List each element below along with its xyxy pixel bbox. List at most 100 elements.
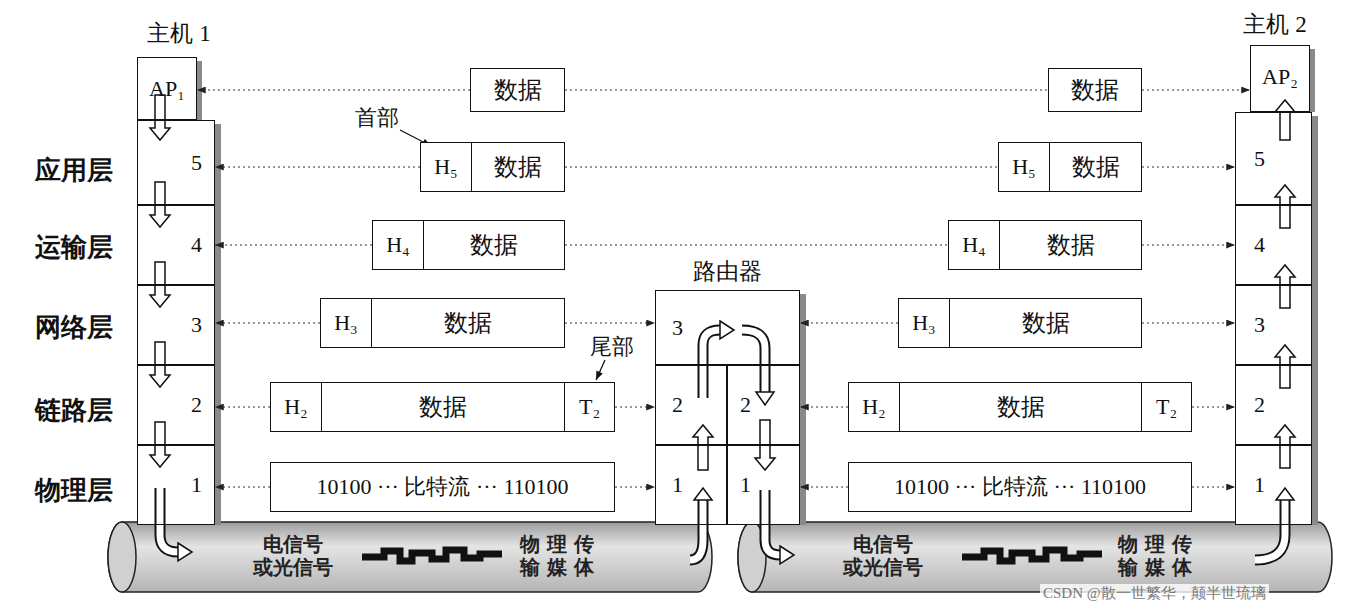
pdu-field: T₂ bbox=[1141, 383, 1191, 431]
medium-label: 物理传 输媒体 bbox=[512, 533, 608, 579]
pdu-field: H₃ bbox=[899, 299, 949, 347]
layer-box: 3 bbox=[655, 290, 800, 365]
pdu-field: 数据 bbox=[471, 69, 564, 111]
layer-number: 2 bbox=[672, 392, 683, 418]
pdu-field: H₃ bbox=[321, 299, 371, 347]
layer-number: 1 bbox=[672, 472, 683, 498]
application-box: AP₂ bbox=[1250, 45, 1310, 112]
pdu-field: 数据 bbox=[949, 299, 1141, 347]
callout-label: 尾部 bbox=[590, 332, 634, 362]
router-stack: 32211路由器 bbox=[655, 255, 800, 525]
layer-number: 3 bbox=[672, 315, 683, 341]
peer-connector bbox=[1192, 486, 1235, 487]
layer-box: 5 bbox=[137, 120, 215, 205]
layer-box: 1 bbox=[655, 445, 727, 525]
pdu-field: 10100 ··· 比特流 ··· 110100 bbox=[271, 463, 614, 511]
medium-pipe bbox=[108, 522, 1332, 592]
layer-number: 5 bbox=[1254, 146, 1265, 172]
pdu-field: 10100 ··· 比特流 ··· 110100 bbox=[849, 463, 1191, 511]
layer-number: 1 bbox=[191, 472, 202, 498]
peer-connector bbox=[565, 322, 655, 323]
peer-connector bbox=[215, 244, 372, 245]
pdu-field: 数据 bbox=[1049, 69, 1141, 111]
layer-box: 1 bbox=[137, 445, 215, 525]
peer-connector bbox=[615, 486, 655, 487]
layer-number: 3 bbox=[1254, 312, 1265, 338]
peer-connector bbox=[800, 322, 898, 323]
pdu-field: T₂ bbox=[564, 383, 614, 431]
peer-connector bbox=[565, 166, 998, 167]
pdu-field: H₄ bbox=[949, 221, 999, 269]
pdu-field: H₄ bbox=[373, 221, 423, 269]
layer-number: 4 bbox=[1254, 232, 1265, 258]
pdu-field: 数据 bbox=[899, 383, 1141, 431]
pdu-box: H₃数据 bbox=[320, 298, 565, 348]
pdu-field: 数据 bbox=[321, 383, 564, 431]
pdu-field: 数据 bbox=[999, 221, 1141, 269]
stack-heading: 路由器 bbox=[655, 255, 800, 287]
layer-box: 1 bbox=[1235, 445, 1312, 525]
layer-name: 链路层 bbox=[35, 393, 113, 428]
peer-connector bbox=[565, 244, 948, 245]
peer-connector bbox=[1142, 322, 1235, 323]
peer-connector bbox=[565, 89, 1048, 90]
pdu-box: H₅数据 bbox=[420, 142, 565, 192]
peer-connector bbox=[1142, 244, 1235, 245]
pdu-box: 10100 ··· 比特流 ··· 110100 bbox=[270, 462, 615, 512]
pdu-field: 数据 bbox=[423, 221, 564, 269]
stack-ground bbox=[137, 45, 1318, 525]
medium-label: 电信号 或光信号 bbox=[245, 533, 341, 579]
layer-name: 应用层 bbox=[35, 153, 113, 188]
stack-heading: 主机 2 bbox=[1233, 5, 1317, 43]
layer-box: 2 bbox=[137, 365, 215, 445]
pdu-box: 10100 ··· 比特流 ··· 110100 bbox=[848, 462, 1192, 512]
layer-box: 2 bbox=[655, 365, 727, 445]
layer-box: 3 bbox=[137, 285, 215, 365]
layer-name: 物理层 bbox=[35, 473, 113, 508]
layer-box: 2 bbox=[1235, 365, 1312, 445]
layer-number: 2 bbox=[191, 392, 202, 418]
peer-connector bbox=[1142, 166, 1235, 167]
application-name: AP₂ bbox=[1262, 64, 1298, 90]
stack-heading: 主机 1 bbox=[137, 12, 221, 54]
pdu-field: H₅ bbox=[421, 143, 471, 191]
peer-connector bbox=[215, 486, 270, 487]
peer-connector bbox=[800, 406, 848, 407]
peer-connector bbox=[215, 406, 270, 407]
host-stack: AP₁ 5 4 3 2 1 主机 1 bbox=[137, 12, 221, 525]
layer-number: 3 bbox=[191, 312, 202, 338]
pdu-box: H₂数据T₂ bbox=[270, 382, 615, 432]
pdu-box: 数据 bbox=[470, 68, 565, 112]
callout-label: 首部 bbox=[355, 103, 399, 133]
layer-number: 1 bbox=[1254, 472, 1265, 498]
pdu-box: H₃数据 bbox=[898, 298, 1142, 348]
flow-arrow bbox=[150, 95, 1295, 470]
curved-flow-arrow bbox=[160, 321, 1294, 564]
layer-box: 2 bbox=[727, 365, 800, 445]
medium-label: 物理传 输媒体 bbox=[1110, 533, 1206, 579]
medium-label: 电信号 或光信号 bbox=[835, 533, 931, 579]
application-name: AP₁ bbox=[149, 76, 185, 102]
pdu-box: 数据 bbox=[1048, 68, 1142, 112]
layer-number: 4 bbox=[191, 232, 202, 258]
pdu-field: H₂ bbox=[271, 383, 321, 431]
pdu-field: 数据 bbox=[371, 299, 564, 347]
peer-connector bbox=[615, 406, 655, 407]
pdu-field: 数据 bbox=[471, 143, 564, 191]
peer-connector bbox=[215, 322, 320, 323]
application-box: AP₁ bbox=[137, 57, 197, 120]
pdu-box: H₂数据T₂ bbox=[848, 382, 1192, 432]
layer-name: 网络层 bbox=[35, 310, 113, 345]
pdu-box: H₅数据 bbox=[998, 142, 1142, 192]
layer-number: 5 bbox=[191, 150, 202, 176]
layer-box: 4 bbox=[137, 205, 215, 285]
transmission-medium: 电信号 或光信号 物理传 输媒体 bbox=[110, 520, 720, 592]
signal-waveform bbox=[362, 550, 1102, 561]
peer-connector bbox=[1142, 89, 1250, 90]
peer-connector bbox=[1192, 406, 1235, 407]
